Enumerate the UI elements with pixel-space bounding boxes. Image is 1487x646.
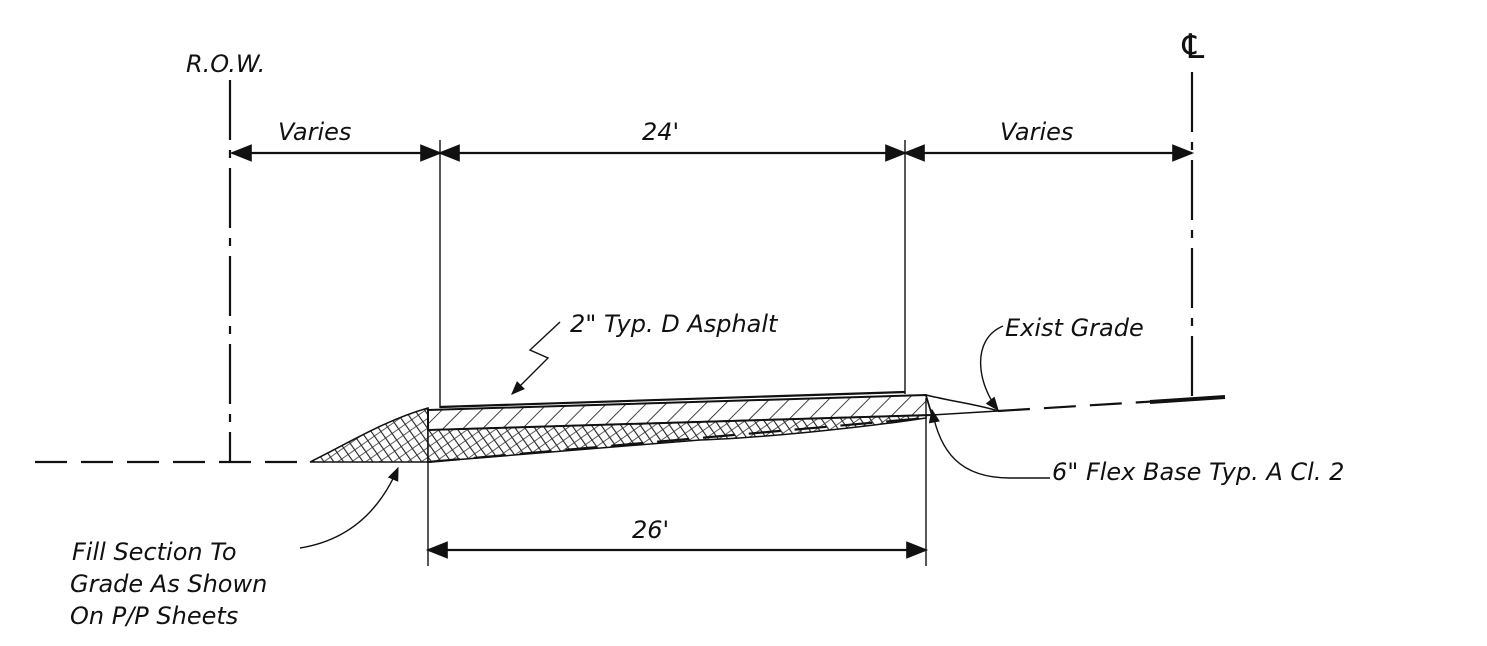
fill-label-line2: Grade As Shown	[70, 570, 267, 598]
fill-slope	[309, 407, 429, 463]
ground-line-right	[997, 399, 1161, 413]
exist-grade-leader	[979, 325, 1004, 412]
dim-24: 24'	[642, 118, 679, 146]
asphalt-surface	[439, 390, 906, 409]
fill-label-line1: Fill Section To	[72, 538, 237, 566]
row-label: R.O.W.	[186, 50, 265, 78]
asphalt-label: 2" Typ. D Asphalt	[570, 310, 779, 338]
dim-varies-right: Varies	[1000, 118, 1073, 146]
subgrade-line	[427, 416, 927, 464]
flex-base-leader	[928, 408, 1050, 479]
exist-grade-label: Exist Grade	[1005, 314, 1144, 342]
dim-26: 26'	[632, 516, 669, 544]
asphalt-leader	[511, 321, 561, 395]
right-shoulder	[924, 393, 999, 416]
ground-line-end	[1149, 395, 1226, 404]
centerline-symbol: ℄	[1178, 27, 1208, 67]
fill-label-line3: On P/P Sheets	[70, 602, 238, 630]
dim-varies-left: Varies	[278, 118, 351, 146]
fill-leader	[299, 466, 399, 549]
flex-base-label: 6" Flex Base Typ. A Cl. 2	[1052, 458, 1344, 486]
